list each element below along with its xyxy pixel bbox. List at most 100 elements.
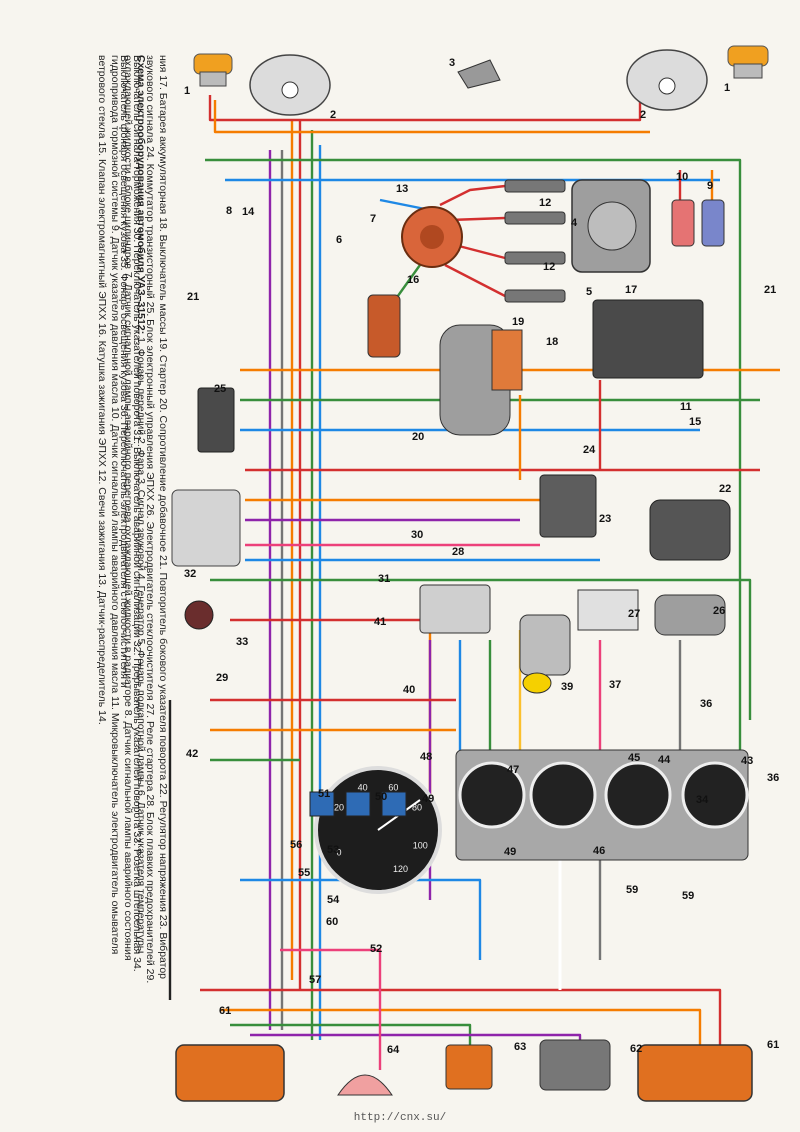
headlight-right bbox=[626, 49, 708, 111]
caption-column-2: ния 17. Батарея аккумуляторная 18. Выклю… bbox=[117, 55, 169, 995]
wiper-motor bbox=[654, 594, 726, 636]
license-plate-lamp bbox=[539, 1039, 611, 1091]
callout-22: 22 bbox=[719, 483, 731, 495]
callout-17: 17 bbox=[625, 284, 637, 296]
wire-red-13 bbox=[444, 263, 506, 298]
callout-2: 2 bbox=[330, 109, 336, 121]
callout-37: 37 bbox=[609, 679, 621, 691]
ecu-block bbox=[197, 387, 235, 453]
callout-31: 31 bbox=[378, 573, 390, 585]
callout-14: 14 bbox=[242, 206, 255, 218]
generator bbox=[571, 179, 651, 273]
warning-lamps bbox=[309, 791, 407, 817]
callout-11: 11 bbox=[680, 401, 692, 413]
callout-41: 41 bbox=[374, 616, 386, 628]
callout-12: 12 bbox=[539, 197, 551, 209]
callout-4: 4 bbox=[571, 217, 578, 229]
callout-8: 8 bbox=[226, 205, 232, 217]
callout-13: 13 bbox=[396, 183, 408, 195]
distributor bbox=[401, 206, 463, 268]
starter-relay bbox=[577, 589, 639, 631]
wire-green-22 bbox=[210, 578, 752, 720]
callout-6: 6 bbox=[336, 234, 342, 246]
rear-lamp-right bbox=[637, 1044, 753, 1102]
callout-33: 33 bbox=[236, 636, 248, 648]
oil-pressure-gauge bbox=[604, 761, 672, 829]
callout-56: 56 bbox=[290, 839, 302, 851]
transistor-switch bbox=[539, 474, 597, 538]
callout-49: 49 bbox=[422, 793, 434, 805]
wire-green-8 bbox=[205, 158, 742, 760]
rear-lamp-left bbox=[175, 1044, 285, 1102]
callout-30: 30 bbox=[411, 529, 423, 541]
callout-61: 61 bbox=[767, 1039, 779, 1051]
ignition-coil bbox=[367, 294, 401, 358]
wire-red-12 bbox=[454, 243, 506, 260]
speedometer-tick-100: 100 bbox=[413, 840, 428, 850]
callout-9: 9 bbox=[707, 180, 713, 192]
callout-18: 18 bbox=[546, 336, 558, 348]
callout-7: 7 bbox=[370, 213, 376, 225]
headlight-left bbox=[249, 54, 331, 116]
fuel-level-gauge bbox=[458, 761, 526, 829]
turn-signal-interrupter bbox=[171, 489, 241, 567]
callout-40: 40 bbox=[403, 684, 415, 696]
reverse-lamp bbox=[445, 1044, 493, 1090]
callout-25: 25 bbox=[214, 383, 226, 395]
callout-43: 43 bbox=[741, 755, 753, 767]
callout-42: 42 bbox=[186, 748, 198, 760]
callout-54: 54 bbox=[327, 894, 340, 906]
callout-2: 2 bbox=[640, 109, 646, 121]
callout-62: 62 bbox=[630, 1043, 642, 1055]
callout-60: 60 bbox=[326, 916, 338, 928]
callout-51: 51 bbox=[318, 788, 330, 800]
callout-34: 34 bbox=[696, 794, 709, 806]
callout-29: 29 bbox=[216, 672, 228, 684]
wire-red-11 bbox=[449, 216, 506, 222]
callout-63: 63 bbox=[514, 1041, 526, 1053]
battery bbox=[592, 299, 704, 379]
callout-28: 28 bbox=[452, 546, 464, 558]
speedometer-tick-60: 60 bbox=[388, 783, 398, 793]
front-lamp-right bbox=[727, 45, 769, 79]
callout-36: 36 bbox=[767, 772, 779, 784]
callout-47: 47 bbox=[507, 764, 519, 776]
footer-url: http://cnx.su/ bbox=[353, 1112, 447, 1124]
callout-53: 53 bbox=[327, 844, 339, 856]
callout-36: 36 bbox=[700, 698, 712, 710]
socket bbox=[184, 600, 214, 630]
callout-44: 44 bbox=[658, 754, 671, 766]
callout-21: 21 bbox=[187, 291, 199, 303]
wire-orange-36 bbox=[220, 1008, 702, 1045]
callout-61: 61 bbox=[219, 1005, 231, 1017]
callout-50: 50 bbox=[375, 791, 387, 803]
callout-32: 32 bbox=[184, 568, 196, 580]
callout-48: 48 bbox=[420, 751, 432, 763]
wire-violet-38 bbox=[250, 1033, 582, 1040]
wire-harness bbox=[168, 95, 780, 1070]
callout-12: 12 bbox=[543, 261, 555, 273]
voltmeter bbox=[681, 761, 749, 829]
callout-59: 59 bbox=[682, 890, 694, 902]
callout-64: 64 bbox=[387, 1044, 400, 1056]
wire-green-37 bbox=[230, 1023, 472, 1045]
callout-19: 19 bbox=[512, 316, 524, 328]
speedometer-tick-0: 0 bbox=[336, 848, 341, 858]
callout-15: 15 bbox=[689, 416, 701, 428]
callout-45: 45 bbox=[628, 752, 640, 764]
callout-39: 39 bbox=[561, 681, 573, 693]
speedometer-tick-120: 120 bbox=[393, 864, 408, 874]
wire-red-6 bbox=[208, 95, 642, 122]
callout-16: 16 bbox=[407, 274, 419, 286]
ignition-switch bbox=[519, 614, 571, 694]
callout-23: 23 bbox=[599, 513, 611, 525]
callout-49: 49 bbox=[504, 846, 516, 858]
caption-text-2: ния 17. Батарея аккумуляторная 18. Выклю… bbox=[118, 55, 169, 984]
starter bbox=[439, 324, 523, 436]
voltage-regulator bbox=[649, 499, 731, 561]
callout-10: 10 bbox=[676, 171, 688, 183]
callout-59: 59 bbox=[626, 884, 638, 896]
